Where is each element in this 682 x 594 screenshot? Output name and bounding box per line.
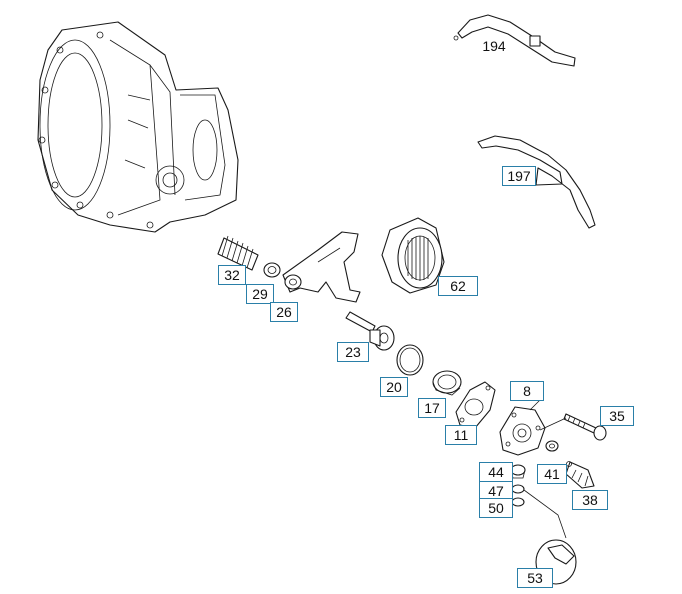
part-38-sensor	[565, 461, 595, 489]
callout-26[interactable]: 26	[270, 302, 298, 322]
callout-32[interactable]: 32	[218, 265, 246, 285]
part-44-47-50-stack	[510, 464, 567, 539]
part-41-washer	[545, 440, 559, 452]
callout-29[interactable]: 29	[246, 284, 274, 304]
callout-17[interactable]: 17	[418, 398, 446, 418]
part-29-washer	[263, 262, 281, 278]
part-35-bolt	[563, 413, 607, 441]
callout-47[interactable]: 47	[479, 481, 513, 501]
callout-62[interactable]: 62	[438, 276, 478, 296]
part-26-shift-fork	[282, 231, 361, 303]
part-23-shaft	[345, 311, 395, 351]
callout-11[interactable]: 11	[445, 425, 477, 445]
part-8-cover	[499, 406, 546, 456]
transmission-housing	[37, 21, 239, 233]
callout-50[interactable]: 50	[479, 498, 513, 518]
callout-38[interactable]: 38	[572, 490, 608, 510]
part-17-seal	[432, 370, 462, 396]
callout-197[interactable]: 197	[502, 166, 536, 186]
part-11-gasket	[455, 381, 496, 429]
part-32-spring	[217, 235, 259, 271]
leader-lines	[529, 399, 567, 431]
callout-23[interactable]: 23	[337, 342, 369, 362]
part-62-synchro-sleeve	[381, 217, 445, 294]
callout-44[interactable]: 44	[479, 462, 513, 482]
part-197-bracket	[477, 135, 596, 229]
callout-35[interactable]: 35	[600, 406, 634, 426]
callout-53[interactable]: 53	[517, 568, 553, 588]
callout-194[interactable]: 194	[482, 38, 506, 54]
callout-20[interactable]: 20	[380, 377, 408, 397]
callout-8[interactable]: 8	[510, 381, 544, 401]
callout-41[interactable]: 41	[537, 464, 567, 484]
part-20-o-ring	[396, 344, 424, 376]
part-194-bracket	[453, 14, 576, 67]
